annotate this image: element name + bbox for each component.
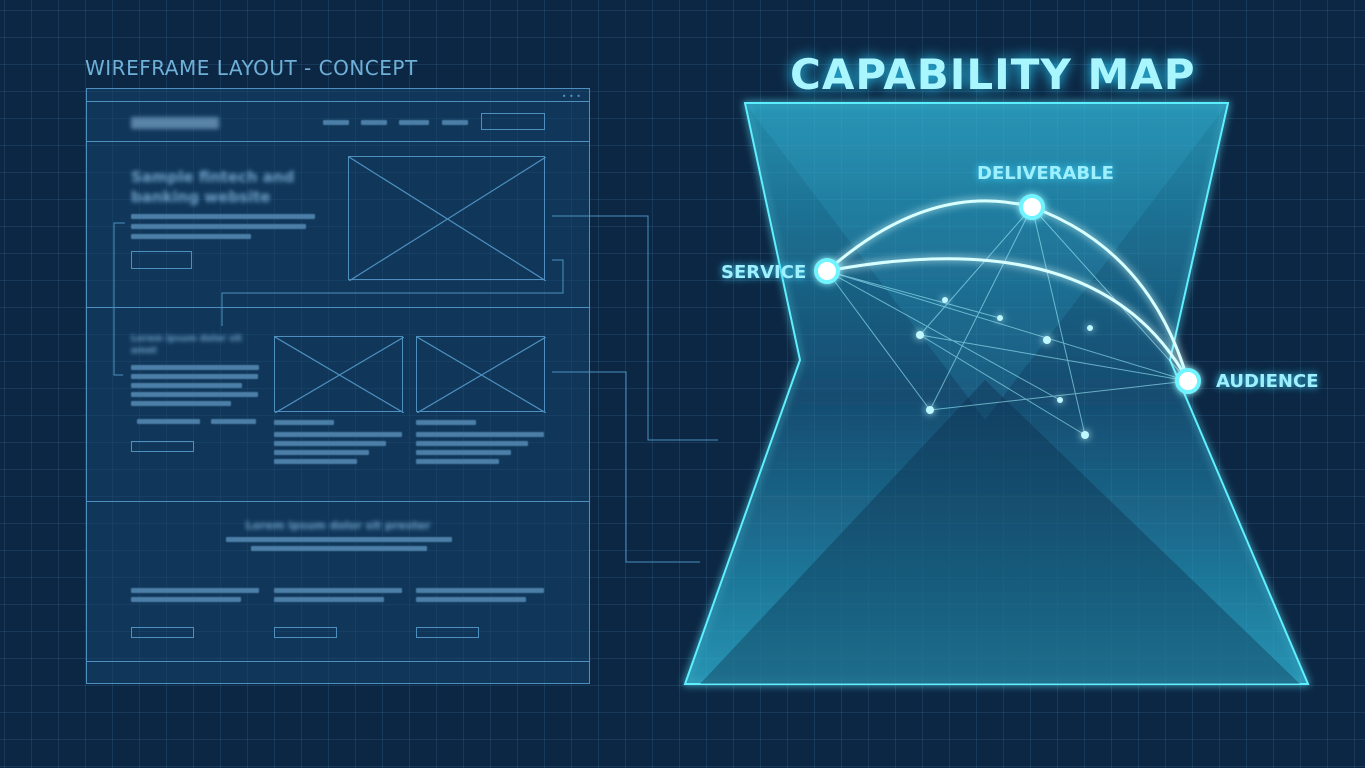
card-button [416,627,479,638]
text-line [416,441,528,446]
hero-heading: Sample fintech and banking website [131,168,295,206]
text-line [274,441,386,446]
deliverable-node [1019,194,1045,220]
nav-item [399,120,429,125]
network-links [826,206,1189,436]
footer-heading: Lorem ipsum dolor sit prester [245,519,431,532]
text-line [131,365,259,370]
text-line [416,450,511,455]
text-line [131,374,258,379]
card-button [131,627,194,638]
text-line [131,383,242,388]
text-line [131,392,258,397]
nav-item [442,120,468,125]
node-arcs [826,199,1190,382]
text-line [131,597,241,602]
text-line [137,419,200,424]
audience-node [1175,368,1201,394]
connector-lines [113,215,718,563]
image-placeholder [274,336,404,413]
node-label-service: SERVICE [721,262,807,283]
text-line [131,234,251,239]
nav-item [361,120,387,125]
nav-item [323,120,349,125]
text-line [251,546,427,551]
text-line [416,459,499,464]
text-line [416,432,544,437]
wireframe-mockup: • • • Sample fintech and banking website… [86,88,590,684]
text-line [131,588,259,593]
hero-button [131,251,192,269]
window-dots-icon: • • • [561,92,581,101]
divider [87,661,589,662]
card-button [274,627,337,638]
nav-button [481,113,545,130]
image-placeholder [416,336,546,413]
text-line [416,588,544,593]
divider [87,307,589,308]
divider [87,141,589,142]
service-node [814,258,840,284]
text-line [131,214,315,219]
node-label-audience: AUDIENCE [1216,371,1319,392]
text-line [274,420,334,425]
text-line [274,432,402,437]
logo-placeholder [131,117,219,129]
text-line [274,588,402,593]
divider [87,501,589,502]
wireframe-title: WIREFRAME LAYOUT - CONCEPT [85,56,418,80]
capability-map-title: CAPABILITY MAP [790,50,1196,99]
text-line [274,459,357,464]
browser-top-bar [87,101,589,102]
text-line [131,401,231,406]
text-line [211,419,256,424]
hero-image-placeholder [348,156,546,281]
text-line [274,597,384,602]
text-line [416,597,526,602]
text-line [131,224,306,229]
section-heading: Lorem ipsum dolor sit amet [131,334,242,356]
text-line [274,450,369,455]
text-line [226,537,452,542]
text-line [416,420,476,425]
section-button [131,441,194,452]
node-label-deliverable: DELIVERABLE [977,163,1114,184]
